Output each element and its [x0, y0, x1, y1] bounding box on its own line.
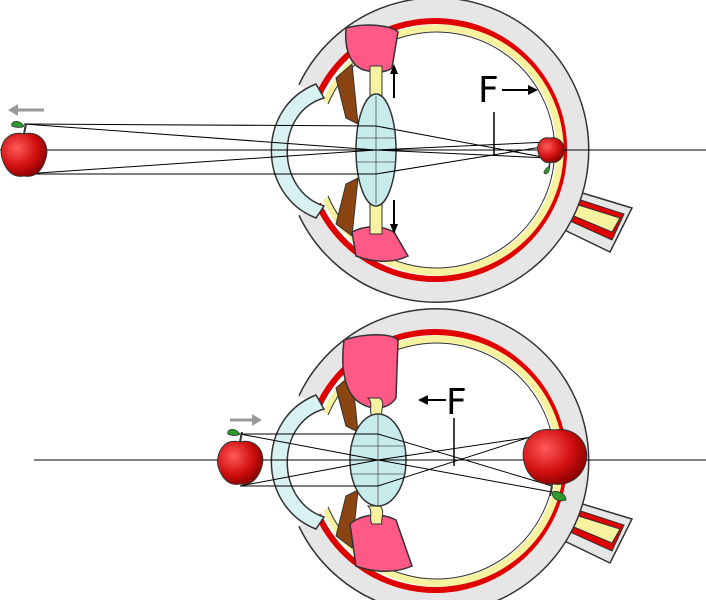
focal-label-bottom: F: [446, 382, 467, 423]
arrow-left-icon: [418, 395, 446, 405]
focal-label-top: F: [478, 70, 499, 111]
arrow-right-gray-icon: [230, 414, 262, 426]
zonule-lower-top: [369, 203, 383, 235]
light-rays-top: [23, 123, 549, 175]
zonule-lower-bottom: [366, 505, 384, 525]
cornea-top: [270, 83, 326, 219]
cornea-bottom: [270, 394, 326, 530]
tension-arrow-down-icon: [390, 200, 398, 234]
eye-bottom: F: [34, 308, 706, 600]
tension-arrow-up-icon: [390, 64, 398, 98]
arrow-left-gray-icon: [8, 104, 44, 116]
zonule-upper-top: [369, 65, 383, 97]
eye-top: F: [0, 0, 706, 303]
apple-object-bottom: [217, 429, 264, 485]
apple-image-bottom: [522, 429, 588, 502]
light-rays-bottom: [239, 429, 553, 493]
ciliary-body-lower-bottom: [349, 514, 413, 572]
apple-object-top: [0, 121, 48, 177]
ciliary-body-lower-top: [351, 226, 410, 262]
apple-image-top: [537, 137, 565, 175]
arrow-right-icon: [502, 85, 538, 95]
